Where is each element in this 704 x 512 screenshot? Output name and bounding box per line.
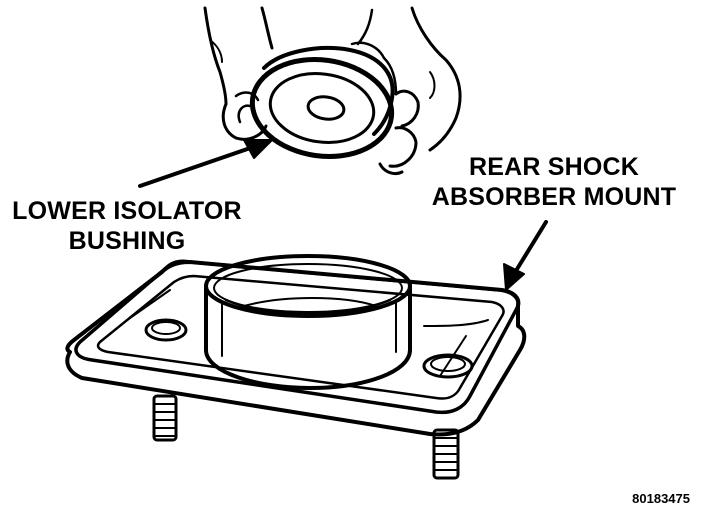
figure-id: 80183475 [632, 491, 690, 506]
callout-rear-shock-absorber-mount: REAR SHOCK ABSORBER MOUNT [418, 152, 690, 212]
callout-mount-line-1: REAR SHOCK [468, 153, 640, 181]
callout-mount-line-2: ABSORBER MOUNT [431, 183, 677, 211]
callout-bushing-line-1: LOWER ISOLATOR [12, 197, 242, 225]
mounting-stud-right [432, 428, 460, 480]
hand-holding-bushing [203, 6, 462, 176]
leader-arrow-bushing [138, 139, 273, 188]
mount-hole-left [144, 318, 188, 342]
mount-cylinder-cup [204, 254, 412, 390]
mount-hole-right [422, 353, 474, 379]
callout-bushing-line-2: BUSHING [68, 227, 186, 255]
callout-lower-isolator-bushing: LOWER ISOLATOR BUSHING [4, 196, 250, 256]
mounting-stud-left [152, 394, 178, 442]
lower-isolator-bushing [249, 46, 395, 160]
rear-shock-absorber-mount [65, 254, 527, 480]
leader-arrow-mount [503, 220, 548, 291]
